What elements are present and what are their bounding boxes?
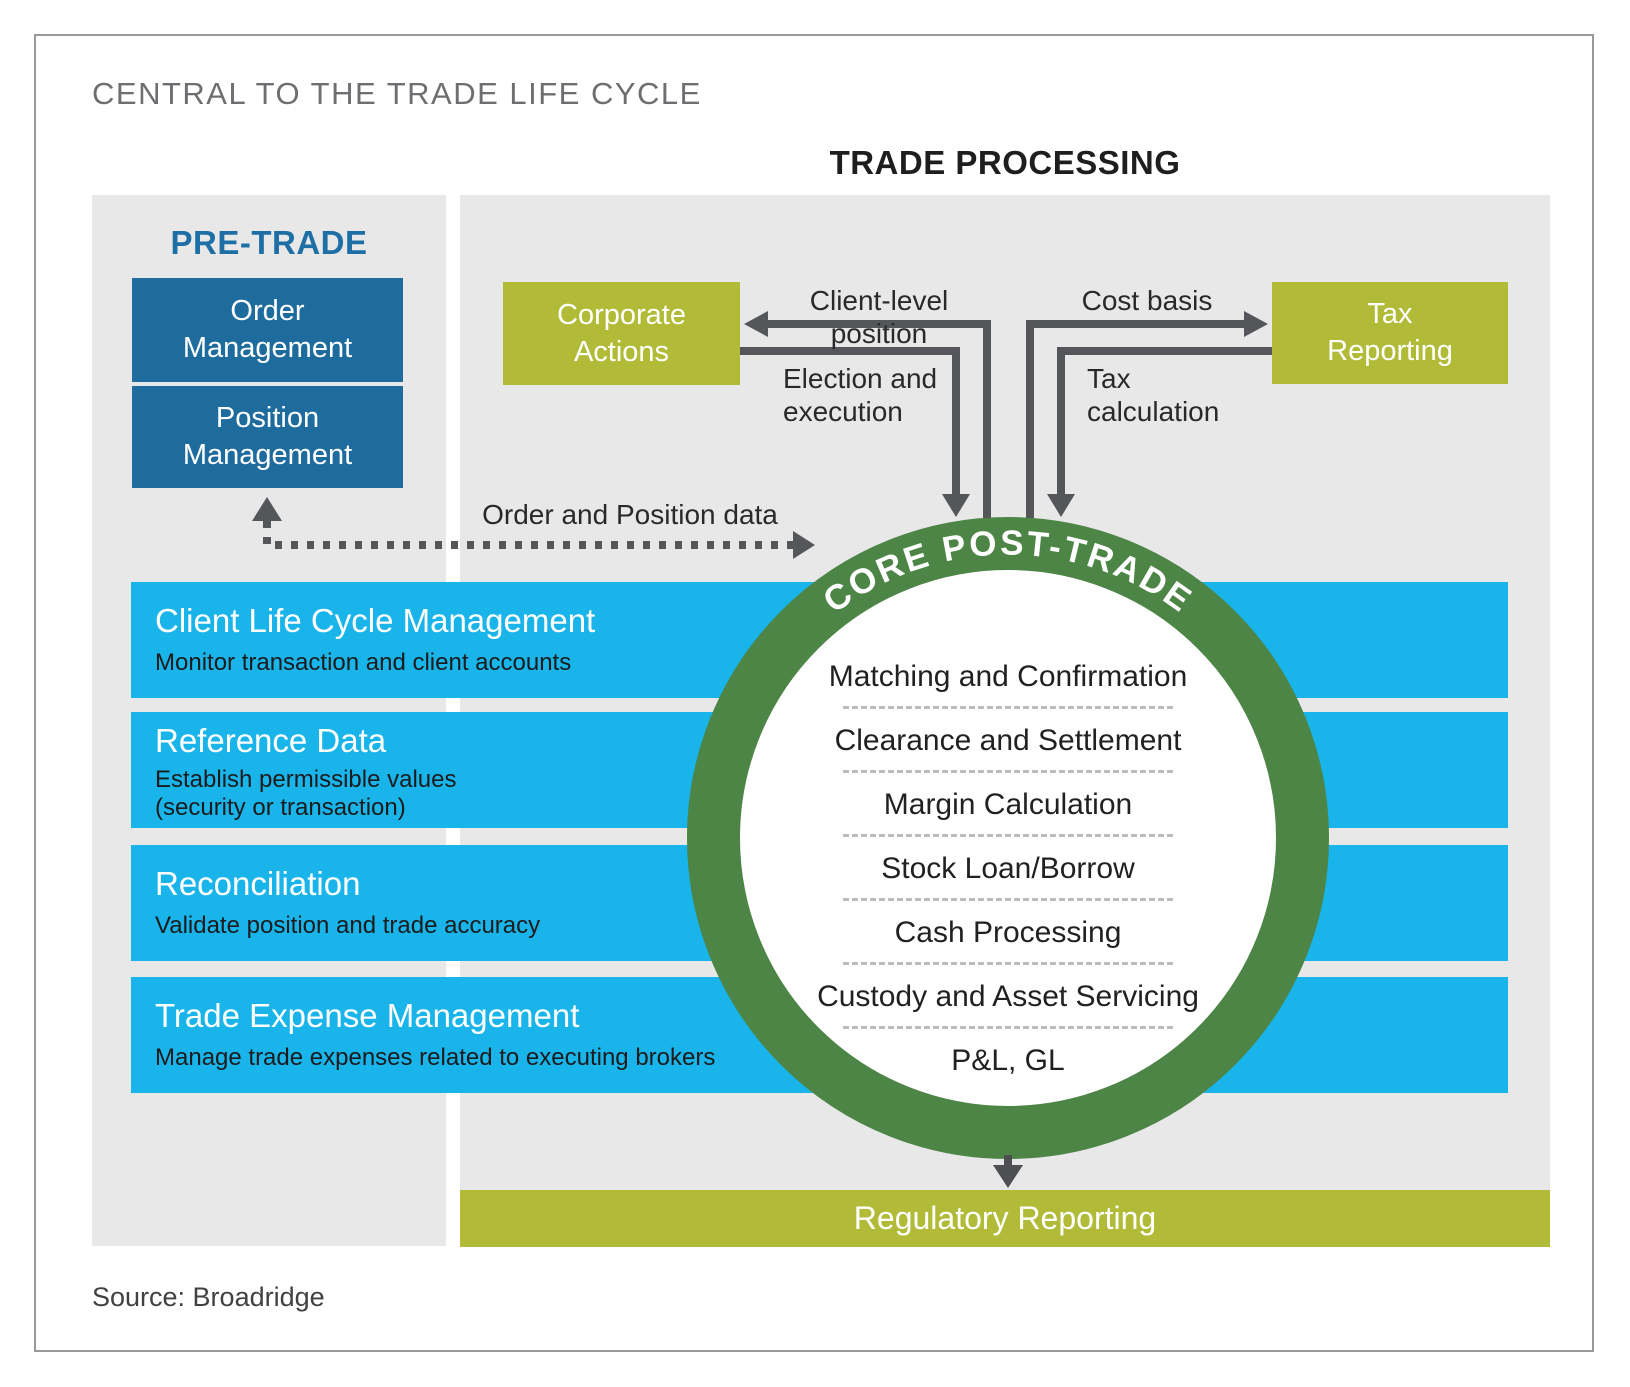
order-management-line1: Order — [230, 295, 305, 327]
core-item-margin-calculation: Margin Calculation — [883, 788, 1133, 821]
cost-basis-label: Cost basis — [1081, 285, 1213, 316]
trade-processing-heading: TRADE PROCESSING — [829, 144, 1181, 181]
diagram-border — [34, 34, 1594, 1352]
core-item-stock-loan-borrow: Stock Loan/Borrow — [881, 852, 1135, 885]
order-position-data-label: Order and Position data — [482, 499, 778, 530]
pre-trade-heading: PRE-TRADE — [170, 224, 368, 261]
core-item-cash-processing: Cash Processing — [894, 916, 1122, 949]
core-item-separator — [843, 706, 1173, 709]
tax-reporting-line1: Tax — [1367, 298, 1413, 330]
core-item-custody-asset-servicing: Custody and Asset Servicing — [817, 980, 1199, 1013]
election-execution-line1: Election and — [783, 363, 938, 394]
band1-title: Client Life Cycle Management — [155, 602, 596, 639]
tax-calculation-line1: Tax — [1087, 363, 1131, 394]
core-item-clearance-settlement: Clearance and Settlement — [834, 724, 1182, 757]
tax-reporting-line2: Reporting — [1327, 335, 1453, 367]
tax-calculation-line2: calculation — [1087, 396, 1220, 427]
corporate-actions-line2: Actions — [573, 335, 670, 368]
corporate-actions-line1: Corporate — [557, 298, 686, 331]
page-title: CENTRAL TO THE TRADE LIFE CYCLE — [92, 76, 702, 111]
election-execution-line2: execution — [783, 396, 903, 427]
tax-reporting-box: Tax Reporting — [1272, 282, 1508, 384]
band3-title: Reconciliation — [155, 865, 361, 902]
corporate-actions-box: Corporate Actions — [503, 282, 740, 385]
order-management-box: Order Management — [132, 278, 403, 382]
core-item-separator — [843, 1026, 1173, 1029]
band2-subtitle-line1: Establish permissible values — [155, 766, 457, 793]
client-level-position-label: Client-level position — [809, 285, 949, 349]
core-item-separator — [843, 962, 1173, 965]
band4-subtitle: Manage trade expenses related to executi… — [155, 1044, 716, 1071]
core-item-matching-confirmation: Matching and Confirmation — [828, 660, 1188, 693]
position-management-box: Position Management — [132, 386, 403, 488]
tax-calculation-label: Tax calculation — [1087, 362, 1219, 428]
regulatory-reporting-bar: Regulatory Reporting — [460, 1190, 1550, 1247]
band2-subtitle-line2: (security or transaction) — [155, 794, 406, 821]
band3-subtitle: Validate position and trade accuracy — [155, 912, 541, 939]
core-item-separator — [843, 898, 1173, 901]
band4-title: Trade Expense Management — [155, 997, 580, 1034]
regulatory-reporting-label: Regulatory Reporting — [853, 1200, 1157, 1236]
band1-subtitle: Monitor transaction and client accounts — [155, 649, 572, 676]
position-management-line2: Management — [182, 439, 353, 471]
band2-title: Reference Data — [155, 722, 387, 759]
core-item-separator — [843, 834, 1173, 837]
order-management-line2: Management — [182, 332, 353, 364]
election-execution-label: Election and execution — [783, 362, 937, 428]
core-item-separator — [843, 770, 1173, 773]
core-item-pl-gl: P&L, GL — [951, 1044, 1065, 1077]
position-management-line1: Position — [215, 402, 320, 434]
source-note: Source: Broadridge — [92, 1282, 325, 1312]
